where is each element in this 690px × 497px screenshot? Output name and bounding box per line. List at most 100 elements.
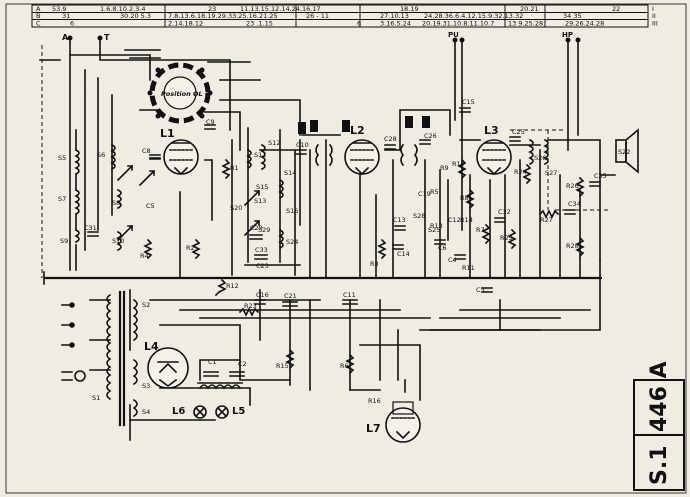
- resistor-label: R11: [462, 264, 475, 272]
- resistor-r23: [238, 307, 260, 317]
- header-cell: 27.10.13: [380, 12, 409, 20]
- resistor-label: R2: [186, 244, 195, 252]
- capacitor-label: C32: [498, 208, 511, 216]
- tube-l7: [385, 401, 421, 443]
- resistor-r2: [191, 238, 201, 260]
- resistor-r27: [538, 209, 560, 219]
- header-cell: 20.19.31.10.8.11.10.7: [422, 20, 494, 28]
- coil-label: S26: [534, 154, 546, 162]
- capacitor-c3: [481, 287, 493, 293]
- capacitor-c1: [203, 371, 219, 377]
- coil-s11: [246, 148, 252, 170]
- tube-l3: [476, 139, 512, 176]
- lamp-label-l6: L6: [172, 406, 185, 417]
- header-cell: 34 35: [563, 12, 582, 20]
- if-transformer-blocks: [298, 116, 430, 134]
- capacitor-c34: [564, 209, 576, 215]
- tube-l2: [344, 139, 380, 176]
- capacitor-label: C26: [424, 132, 437, 140]
- header-cell: 18.19: [400, 5, 419, 13]
- resistor-label: R14: [460, 216, 473, 224]
- capacitor-c21: [282, 301, 298, 307]
- capacitor-c2: [229, 371, 245, 377]
- capacitor-c4: [454, 254, 466, 260]
- resistor-label: R15: [276, 362, 289, 370]
- filter-choke: [197, 382, 243, 390]
- capacitor-labels: C1 C2 C3 C4 C5 C6 C8 C9 C10 C11 C12 C13 …: [84, 98, 607, 368]
- capacitor-label: C2: [238, 360, 247, 368]
- capacitor-label: C10: [296, 141, 309, 149]
- capacitors: [87, 107, 601, 377]
- coil-label: S5: [58, 154, 66, 162]
- mains-transformer: [61, 290, 138, 427]
- capacitor-label: C16: [256, 291, 269, 299]
- header-cell: 30.20 5.3: [120, 12, 151, 20]
- coil-label: S12: [268, 139, 280, 147]
- resistor-label: R27: [540, 216, 553, 224]
- variable-capacitor-c: [243, 189, 261, 207]
- capacitor-c8: [149, 154, 161, 160]
- capacitor-label: C33: [255, 246, 268, 254]
- capacitor-label: C8: [142, 147, 151, 155]
- coil-label: S13: [254, 197, 266, 205]
- capacitor-c16: [254, 299, 266, 305]
- header-cell: 23: [208, 5, 216, 13]
- header-cell: 24.28.36.6.4.12.15.9.32.13.32: [424, 12, 523, 20]
- resistor-r7: [481, 223, 491, 245]
- resistors: [143, 158, 585, 375]
- resistor-r6: [345, 353, 355, 375]
- capacitor-c14: [392, 244, 404, 250]
- resistor-r8: [465, 188, 475, 210]
- resistor-label: R8: [460, 194, 469, 202]
- coil-s14: [278, 178, 284, 200]
- resistor-label: R12: [226, 282, 239, 290]
- resistor-r28: [575, 236, 585, 258]
- transformer-label-s1: S1: [92, 394, 100, 402]
- resistor-label: R23: [244, 302, 257, 310]
- capacitor-label: C23: [256, 262, 269, 270]
- coil-label: S28: [413, 212, 425, 220]
- lamp-label-l5: L5: [232, 406, 245, 417]
- coil-label: S16: [286, 207, 298, 215]
- coil-label: S6: [97, 151, 105, 159]
- coil-label: S8: [112, 199, 120, 207]
- transformer-label-s3: S3: [142, 382, 150, 390]
- tube-l1: [163, 139, 199, 176]
- variable-capacitor-d: [243, 219, 261, 237]
- capacitor-c28: [384, 144, 396, 150]
- capacitor-c6: [434, 239, 446, 245]
- model-stamp: 446 A S.1: [633, 361, 685, 491]
- coil-s9: [74, 228, 80, 244]
- header-cell: 2.14.18.12: [168, 20, 203, 28]
- header-cell: 29.26.24.28: [565, 20, 604, 28]
- header-cell: 6: [70, 20, 74, 28]
- resistor-label: R25: [500, 234, 513, 242]
- variable-capacitor-b: [116, 224, 134, 242]
- resistor-label: R6: [340, 362, 349, 370]
- resistor-label: R16: [368, 397, 381, 405]
- capacitor-c29: [249, 234, 263, 240]
- ground-bus: [43, 271, 602, 285]
- variable-capacitor-a: [116, 164, 134, 182]
- header-row-letter-b: B: [36, 12, 40, 20]
- stamp-model-number: 446 A: [647, 361, 672, 432]
- tuning-capacitors: [116, 164, 261, 242]
- coil-s7: [74, 188, 80, 216]
- transformer-label-s4: S4: [142, 408, 150, 416]
- coil-output-primary: [528, 138, 534, 166]
- header-row-letter-c: C: [36, 20, 41, 28]
- resistor-label: R7: [476, 226, 485, 234]
- header-cell: 53.9: [52, 5, 66, 13]
- capacitor-label: C15: [462, 98, 475, 106]
- capacitor-label: C29: [250, 224, 263, 232]
- resistor-label: R26: [566, 182, 579, 190]
- capacitor-label: C19: [418, 190, 431, 198]
- capacitor-label: C6: [438, 244, 447, 252]
- loudspeaker-out-label: HP: [562, 31, 573, 39]
- tube-label-l3: L3: [484, 124, 499, 137]
- tube-label-l4: L4: [144, 340, 159, 353]
- capacitor-c26: [419, 139, 431, 145]
- header-cell: 1.6.8.10.2.3.4: [100, 5, 145, 13]
- tube-label-l1: L1: [160, 127, 175, 140]
